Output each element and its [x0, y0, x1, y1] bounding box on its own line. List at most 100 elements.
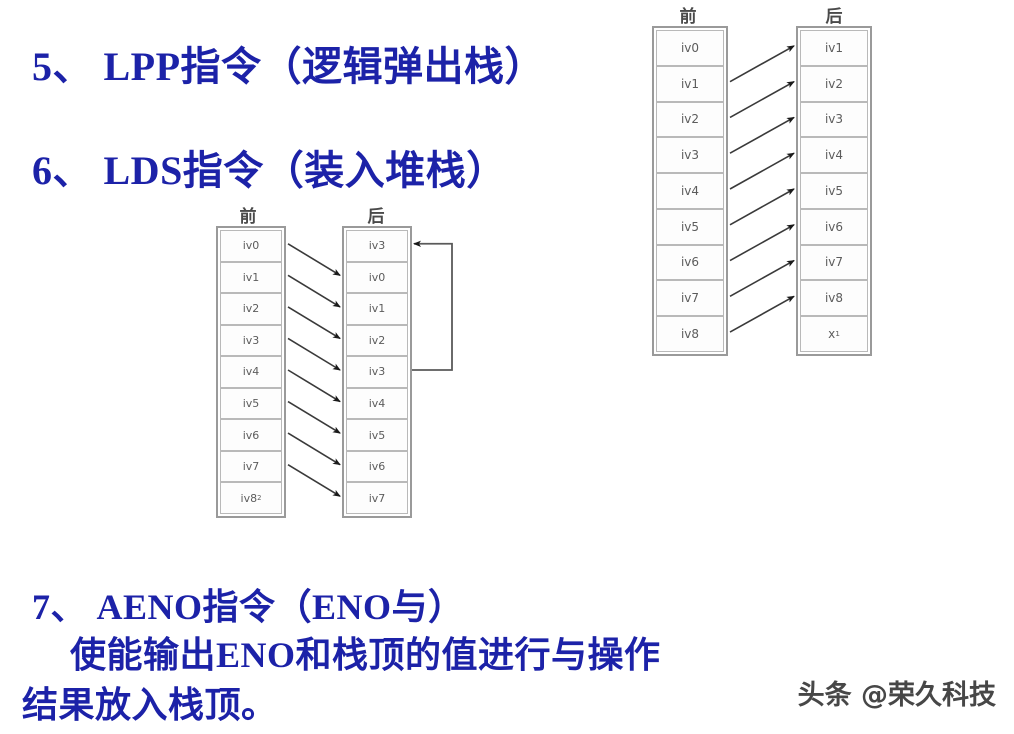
- stack-cell: iv2: [656, 101, 724, 138]
- stack-cell-label: iv0: [242, 239, 260, 253]
- stack-cell-label: iv4: [824, 148, 844, 163]
- stack-cell: iv1: [220, 261, 282, 294]
- stack-cell: iv5: [656, 208, 724, 245]
- stack-cell-label: iv4: [368, 397, 386, 410]
- lpp-before-stack: iv0 iv1 iv2 iv3 iv4 iv5 iv6 iv7 iv8: [652, 26, 728, 356]
- lpp-after-column-title: 后: [825, 7, 843, 27]
- stack-cell: iv4: [346, 387, 408, 420]
- stack-cell: iv7: [220, 450, 282, 483]
- stack-cell-label: iv8: [240, 491, 258, 505]
- stack-cell: iv2: [800, 65, 868, 102]
- aeno-description-line-1: 使能输出ENO和栈顶的值进行与操作: [32, 635, 661, 675]
- stack-transfer-arrow: [287, 337, 341, 371]
- stack-cell: iv1: [800, 30, 868, 66]
- stack-transfer-arrow: [729, 224, 795, 262]
- stack-cell-label: iv1: [242, 270, 260, 284]
- stack-cell-label: iv1: [824, 40, 844, 55]
- lpp-before-column-title: 前: [679, 7, 697, 27]
- stack-cell: iv8: [656, 316, 724, 352]
- stack-cell: iv7: [656, 280, 724, 317]
- stack-cell-label: iv8: [680, 327, 700, 341]
- stack-cell: iv4: [656, 173, 724, 209]
- stack-cell: iv5: [800, 173, 868, 209]
- stack-transfer-arrow: [287, 243, 341, 277]
- stack-transfer-arrow: [287, 400, 341, 434]
- stack-cell-label: iv6: [368, 460, 386, 474]
- lds-after-stack: iv3 iv0 iv1 iv2 iv3 iv4 iv5 iv6 iv7: [342, 226, 412, 518]
- stack-cell: iv7: [800, 244, 868, 281]
- stack-cell: iv8: [800, 280, 868, 317]
- stack-cell-label: iv2: [368, 333, 386, 347]
- stack-cell: iv6: [800, 208, 868, 245]
- stack-transfer-arrow: [729, 116, 795, 154]
- stack-cell: iv4: [800, 137, 868, 174]
- stack-cell-label: x: [828, 327, 836, 341]
- stack-transfer-arrow: [729, 80, 795, 119]
- stack-cell-label: iv5: [680, 219, 700, 234]
- lds-before-column-title: 前: [239, 207, 257, 227]
- stack-cell: iv6: [220, 419, 282, 451]
- stack-cell: iv4: [220, 356, 282, 388]
- stack-cell-label: iv1: [368, 302, 386, 316]
- stack-cell-label: iv7: [680, 291, 700, 306]
- stack-cell: iv2: [346, 324, 408, 357]
- stack-cell-label: iv6: [242, 428, 260, 442]
- lds-after-column-title: 后: [367, 207, 385, 227]
- stack-cell-label: iv0: [368, 270, 386, 284]
- stack-transfer-arrow: [729, 152, 795, 190]
- stack-cell: iv1: [656, 65, 724, 102]
- stack-cell: iv3: [220, 324, 282, 357]
- heading-aeno-instruction: 7、 AENO指令（ENO与）: [32, 587, 465, 627]
- stack-cell-label: iv3: [242, 333, 260, 347]
- stack-cell: iv0: [220, 230, 282, 262]
- stack-cell: iv0: [656, 30, 724, 66]
- stack-transfer-arrow: [287, 432, 341, 466]
- stack-cell: iv5: [220, 387, 282, 420]
- heading-lpp-instruction: 5、 LPP指令（逻辑弹出栈）: [32, 44, 546, 89]
- stack-cell-label: iv7: [824, 255, 844, 270]
- stack-cell-label: iv5: [368, 428, 386, 442]
- stack-cell: iv2: [220, 293, 282, 325]
- stack-cell-label: iv2: [824, 76, 844, 91]
- stack-transfer-arrow: [287, 369, 341, 403]
- stack-cell-label: iv4: [242, 365, 260, 379]
- stack-cell: iv6: [656, 244, 724, 281]
- watermark-text: 头条 @荣久科技: [797, 680, 996, 711]
- stack-cell: iv3: [800, 101, 868, 138]
- aeno-description-line-2: 结果放入栈顶。: [22, 685, 278, 725]
- stack-cell-label: iv2: [680, 112, 700, 127]
- stack-transfer-arrow: [729, 45, 795, 83]
- stack-cell-label: iv7: [368, 491, 386, 505]
- stack-cell-label: iv2: [242, 302, 260, 316]
- stack-cell-label: iv3: [824, 112, 844, 127]
- stack-cell-label: iv0: [680, 40, 700, 55]
- stack-transfer-arrow: [729, 295, 795, 333]
- stack-transfer-arrow: [287, 463, 341, 497]
- stack-cell: iv3: [346, 230, 408, 262]
- stack-cell: iv3: [346, 356, 408, 388]
- stack-cell-label: iv5: [242, 397, 260, 410]
- stack-cell: iv7: [346, 482, 408, 514]
- stack-cell-label: iv1: [680, 76, 700, 91]
- stack-cell-label: iv6: [824, 219, 844, 234]
- stack-cell-label: iv3: [368, 239, 386, 253]
- stack-cell-label: iv8: [824, 291, 844, 306]
- stack-cell-label: iv3: [368, 365, 386, 379]
- stack-cell-label: iv6: [680, 255, 700, 270]
- stack-cell-label: iv7: [242, 460, 260, 474]
- stack-transfer-arrow: [729, 188, 795, 226]
- stack-cell: iv5: [346, 419, 408, 451]
- stack-cell-label: iv4: [680, 183, 700, 198]
- stack-cell: iv0: [346, 261, 408, 294]
- stack-transfer-arrow: [287, 306, 341, 340]
- stack-transfer-arrow: [729, 259, 795, 298]
- stack-cell-label: iv5: [824, 183, 844, 198]
- stack-cell: iv3: [656, 137, 724, 174]
- heading-lds-instruction: 6、 LDS指令（装入堆栈）: [32, 148, 507, 193]
